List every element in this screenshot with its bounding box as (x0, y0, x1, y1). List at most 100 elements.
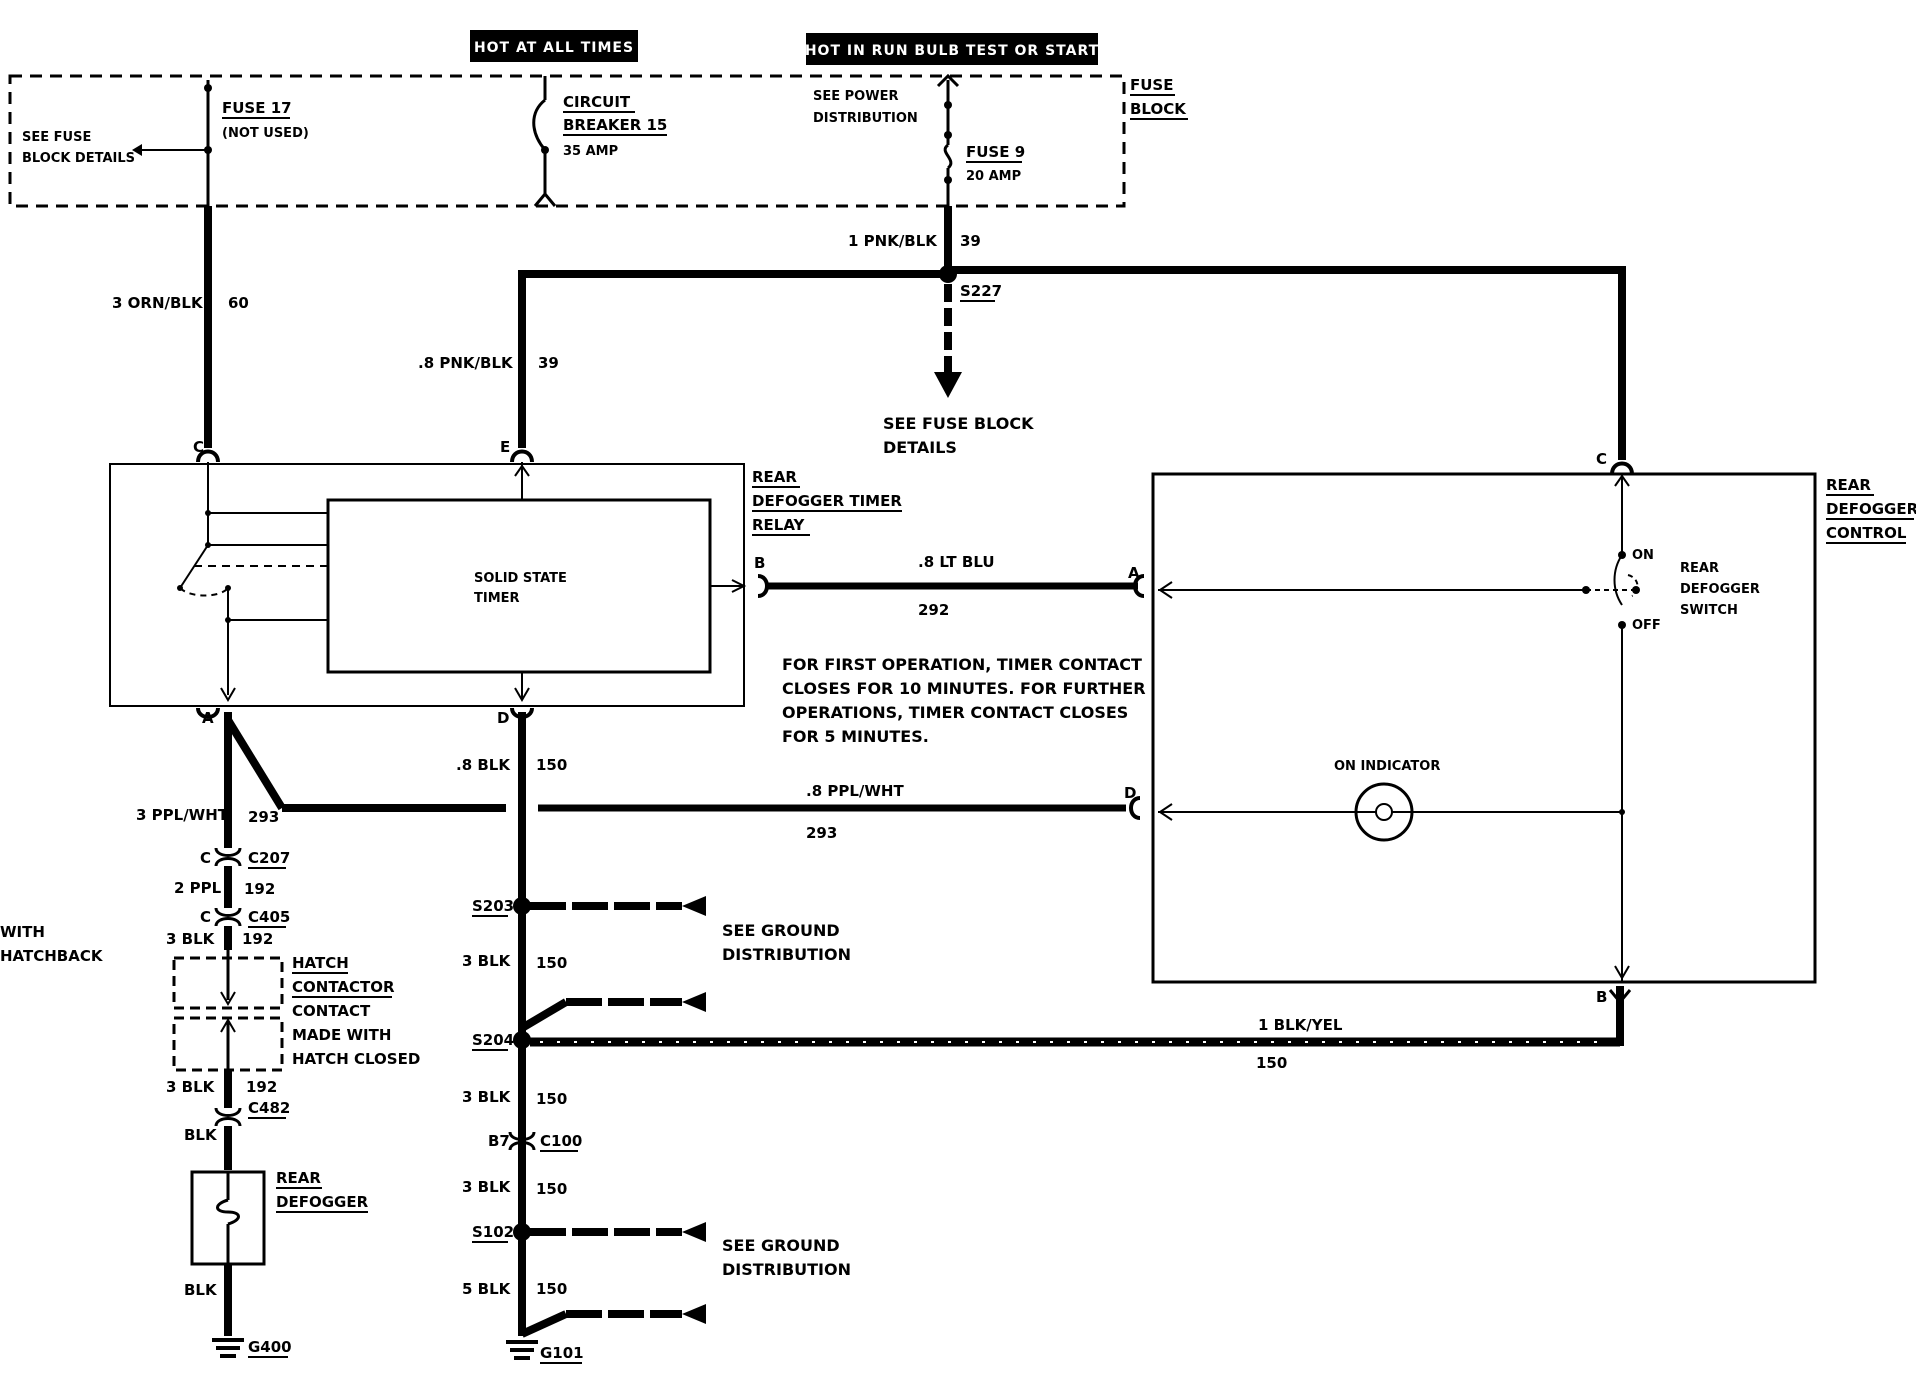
c100-pin: B7 (488, 1132, 510, 1150)
fuse9-rating: 20 AMP (966, 169, 1021, 184)
control-title-3: CONTROL (1826, 524, 1907, 542)
control-title-1: REAR (1826, 476, 1871, 494)
circuit-292-label: 292 (918, 601, 949, 619)
wire-blk-label-b: BLK (184, 1281, 218, 1299)
connector-c405: C405 (248, 908, 290, 926)
rear-defogger-title-2: DEFOGGER (276, 1193, 369, 1211)
circuit-293-label-b: 293 (806, 824, 837, 842)
wire-blk-label-a: BLK (184, 1126, 218, 1144)
fuse-block-title-2: BLOCK (1130, 100, 1187, 118)
switch-label-2: DEFOGGER (1680, 582, 1760, 597)
relay-title-2: DEFOGGER TIMER (752, 492, 902, 510)
splice-s203: S203 (472, 897, 514, 915)
see-ground-distribution-1a: SEE GROUND (722, 921, 840, 940)
c207-pin: C (200, 849, 211, 867)
relay-pin-e: E (500, 438, 510, 456)
hatch-made-1: MADE WITH (292, 1026, 391, 1044)
circuit-150-label-c: 150 (1256, 1054, 1287, 1072)
circuit-150-label-f: 150 (536, 1280, 567, 1298)
splice-s102-dot (513, 1223, 531, 1241)
wire-8-blk-label: .8 BLK (456, 756, 511, 774)
circuit-60-label: 60 (228, 294, 249, 312)
splice-s204: S204 (472, 1031, 514, 1049)
circuit-breaker-rating: 35 AMP (563, 144, 618, 159)
timer-label-1: SOLID STATE (474, 571, 567, 586)
wire-1-blk-yel-label: 1 BLK/YEL (1258, 1016, 1343, 1034)
relay-pin-b: B (754, 554, 765, 572)
splice-s204-dot (513, 1031, 531, 1049)
fuse9-name: FUSE 9 (966, 143, 1025, 161)
with-hatchback-2: HATCHBACK (0, 947, 104, 965)
circuit-39-label-a: 39 (960, 232, 981, 250)
wire-3-blk-label-d: 3 BLK (462, 1088, 512, 1106)
circuit-192-label-a: 192 (244, 880, 275, 898)
circuit-150-label-d: 150 (536, 1090, 567, 1108)
splice-s203-dot (513, 897, 531, 915)
circuit-150-label-e: 150 (536, 1180, 567, 1198)
header-hot-at-all-times: HOT AT ALL TIMES (470, 30, 638, 62)
wire-2-ppl-label: 2 PPL (174, 879, 222, 897)
rear-defogger-title-1: REAR (276, 1169, 321, 1187)
see-ground-distribution-2a: SEE GROUND (722, 1236, 840, 1255)
wire-lt-blu-292: .8 LT BLU 292 (757, 553, 1145, 619)
with-hatchback-1: WITH (0, 923, 45, 941)
see-ground-distribution-1b: DISTRIBUTION (722, 945, 851, 964)
circuit-39-label-b: 39 (538, 354, 559, 372)
switch-off-label: OFF (1632, 618, 1661, 633)
control-title-2: DEFOGGER (1826, 500, 1916, 518)
wire-3-blk-label-c: 3 BLK (462, 952, 512, 970)
hatch-title-3: CONTACT (292, 1002, 371, 1020)
note-line-4: FOR 5 MINUTES. (782, 727, 929, 746)
wire-3-ppl-wht-label: 3 PPL/WHT (136, 806, 229, 824)
splice-s102: S102 (472, 1223, 514, 1241)
see-fuse-block-details-1: SEE FUSE (22, 130, 91, 145)
ground-g400: G400 (248, 1338, 292, 1356)
wire-1-pnk-blk-label: 1 PNK/BLK (848, 232, 938, 250)
connector-c100: C100 (540, 1132, 582, 1150)
wire-ppl-wht-293: .8 PPL/WHT 293 (538, 782, 1141, 842)
note-line-2: CLOSES FOR 10 MINUTES. FOR FURTHER (782, 679, 1146, 698)
hatch-title-1: HATCH (292, 954, 349, 972)
control-pin-d: D (1124, 784, 1136, 802)
relay-title-3: RELAY (752, 516, 806, 534)
relay-title-1: REAR (752, 468, 797, 486)
control-pin-a: A (1128, 564, 1140, 582)
see-power-distribution-1: SEE POWER (813, 89, 898, 104)
wire-3-blk-label-b: 3 BLK (166, 1078, 216, 1096)
see-fuse-block-details-4: DETAILS (883, 438, 957, 457)
wire-8-pnk-blk-label: .8 PNK/BLK (418, 354, 514, 372)
note-line-3: OPERATIONS, TIMER CONTACT CLOSES (782, 703, 1128, 722)
splice-s227-label: S227 (960, 282, 1002, 300)
on-indicator-label: ON INDICATOR (1334, 759, 1440, 774)
feed-wires: 3 ORN/BLK 60 1 PNK/BLK 39 S227 SEE FUSE … (112, 206, 1634, 475)
header-hot-at-all-times-text: HOT AT ALL TIMES (474, 40, 634, 56)
fuse17-name: FUSE 17 (222, 99, 292, 117)
hatch-made-2: HATCH CLOSED (292, 1050, 420, 1068)
wire-3-blk-label-a: 3 BLK (166, 930, 216, 948)
ground-g101: G101 (540, 1344, 584, 1362)
switch-label-3: SWITCH (1680, 603, 1738, 618)
connector-c207: C207 (248, 849, 290, 867)
wire-8-lt-blu-label: .8 LT BLU (918, 553, 995, 571)
header-hot-in-run-text: HOT IN RUN BULB TEST OR START (805, 43, 1099, 59)
switch-on-label: ON (1632, 548, 1654, 563)
see-power-distribution-2: DISTRIBUTION (813, 111, 918, 126)
circuit-150-label-a: 150 (536, 756, 567, 774)
circuit-breaker-1: CIRCUIT (563, 93, 631, 111)
see-fuse-block-details-3: SEE FUSE BLOCK (883, 414, 1034, 433)
wire-3-blk-label-e: 3 BLK (462, 1178, 512, 1196)
control-pin-c: C (1596, 450, 1607, 468)
switch-label-1: REAR (1680, 561, 1719, 576)
header-hot-in-run: HOT IN RUN BULB TEST OR START (805, 33, 1099, 65)
left-circuit: 3 PPL/WHT 293 C C207 2 PPL 192 C C405 3 … (0, 707, 506, 1358)
circuit-150-label-b: 150 (536, 954, 567, 972)
circuit-192-label-c: 192 (246, 1078, 277, 1096)
c405-pin: C (200, 908, 211, 926)
fuse-block-title-1: FUSE (1130, 76, 1173, 94)
see-ground-distribution-2b: DISTRIBUTION (722, 1260, 851, 1279)
wire-5-blk-label: 5 BLK (462, 1280, 512, 1298)
circuit-293-label-a: 293 (248, 808, 279, 826)
fuse-block: FUSE BLOCK FUSE 17 (NOT USED) SEE FUSE B… (8, 73, 1188, 208)
control-pin-b: B (1596, 988, 1607, 1006)
